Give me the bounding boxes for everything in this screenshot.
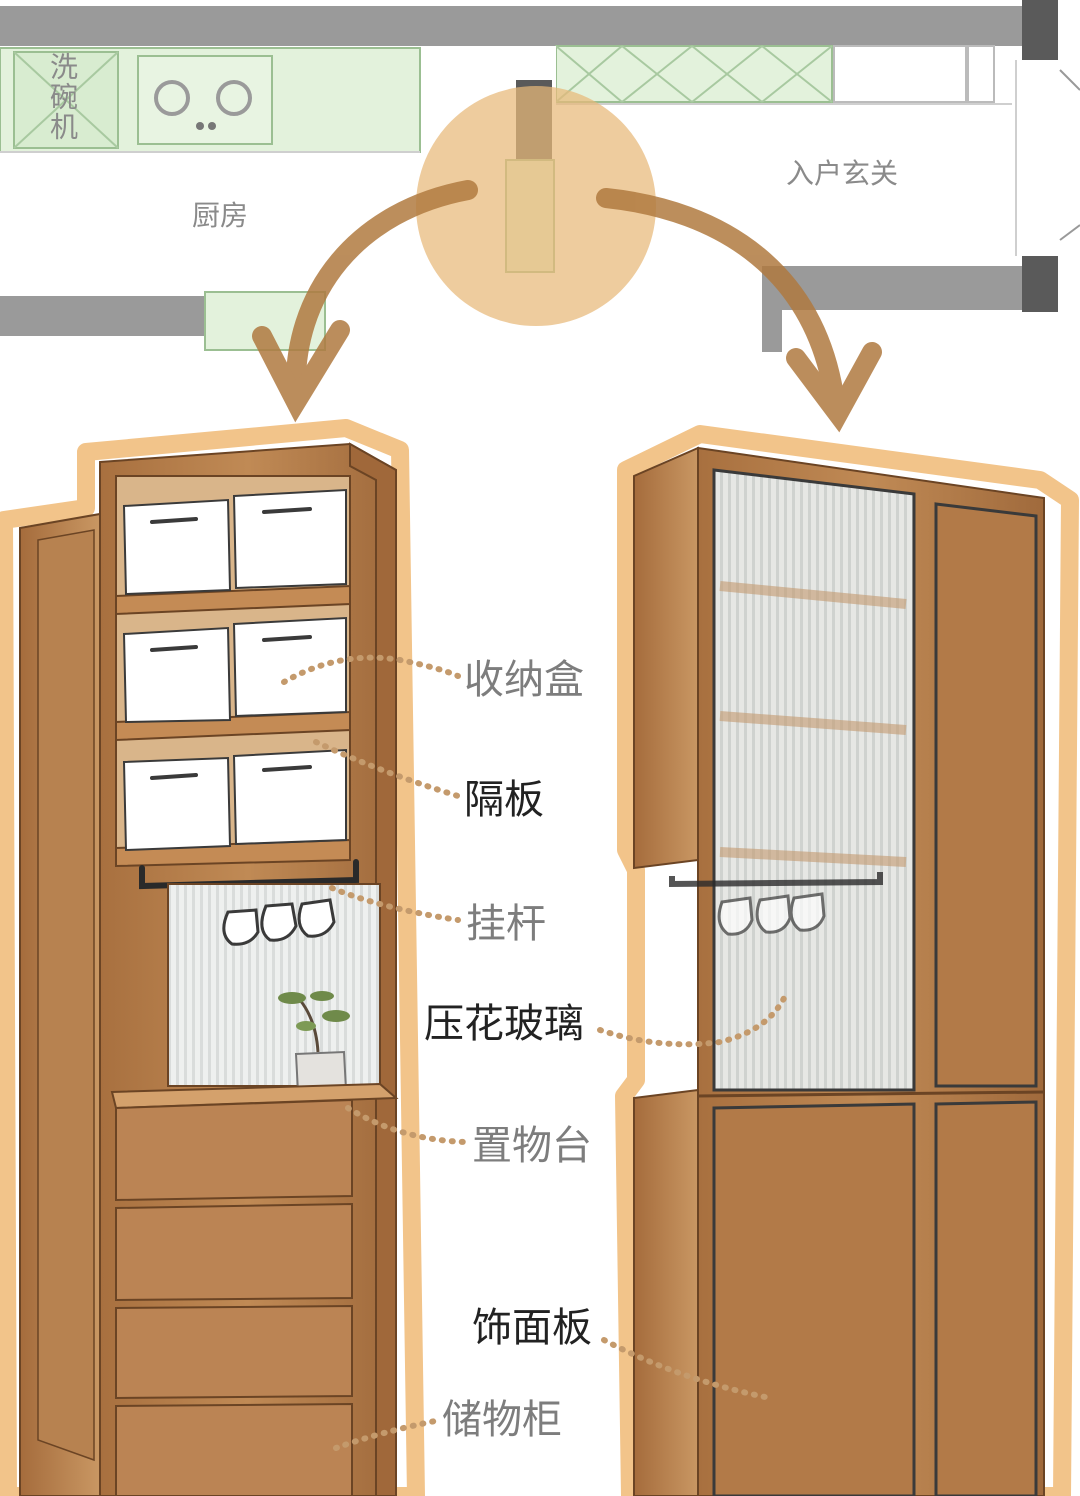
callout-leaders	[281, 654, 789, 1451]
callout-shelf: 隔板	[464, 777, 544, 823]
callout-hanging-rod: 挂杆	[466, 901, 546, 947]
highlight-circle	[416, 86, 656, 326]
pattern-glass-door	[712, 468, 916, 1092]
kitchen-label: 厨房	[192, 199, 249, 232]
callout-display-shelf: 置物台	[472, 1123, 592, 1169]
arrow-right	[596, 188, 846, 420]
wall-top	[0, 6, 1030, 46]
callout-pattern-glass: 压花玻璃	[424, 1001, 584, 1047]
floor-plan	[0, 0, 1080, 352]
plant	[278, 991, 350, 1094]
wall-corner-dark	[1022, 0, 1058, 60]
left-cabinet	[0, 419, 425, 1496]
arrows	[252, 180, 882, 433]
callout-veneer-panel: 饰面板	[472, 1305, 592, 1351]
storage-box	[122, 488, 347, 852]
entry-label: 入户玄关	[786, 157, 899, 190]
right-cabinet	[615, 425, 1079, 1496]
callout-storage-box: 收纳盒	[464, 657, 584, 703]
dishwasher-label: 洗碗机	[46, 52, 79, 142]
callout-storage-cabinet: 储物柜	[442, 1397, 562, 1443]
arrow-left	[285, 180, 478, 410]
